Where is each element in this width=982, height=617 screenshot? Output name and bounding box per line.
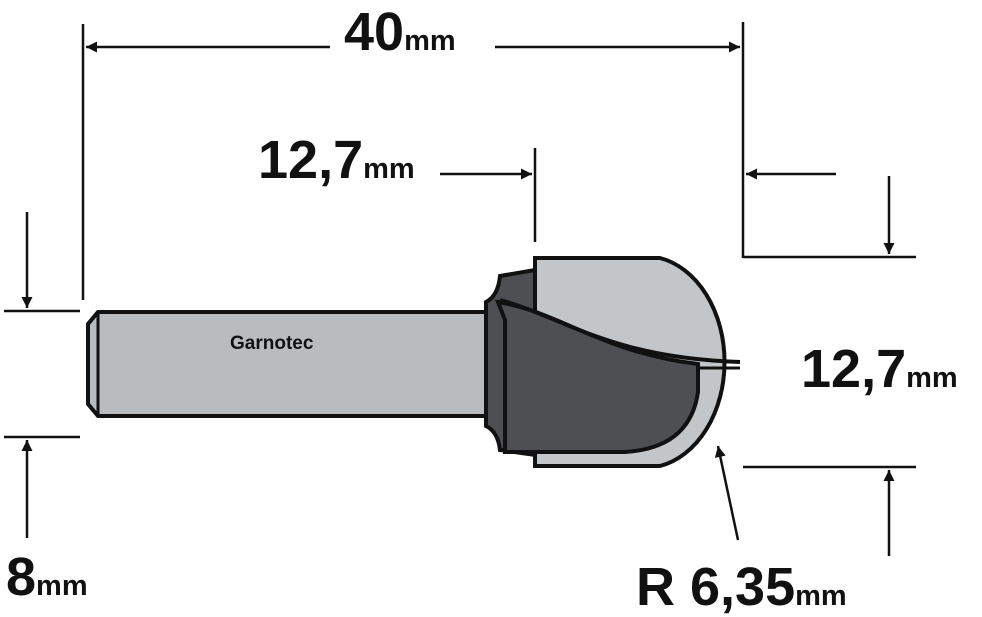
dim-cutting-diameter: 12,7mm: [743, 176, 958, 556]
overall-length-label: 40mm: [344, 2, 456, 62]
dim-radius: R 6,35mm: [636, 445, 847, 617]
shank: [86, 310, 488, 418]
flute-edge: [499, 298, 741, 364]
radius-label: R 6,35mm: [636, 557, 847, 617]
dim-shank-diameter: 8mm: [4, 212, 88, 607]
router-bit: Garnotec: [86, 256, 741, 468]
brand-label: Garnotec: [230, 333, 314, 354]
dim-cutting-length: 12,7mm: [258, 130, 836, 242]
shank-diameter-label: 8mm: [6, 547, 88, 607]
cutting-length-label: 12,7mm: [258, 130, 415, 190]
radius-leader-arrow: [714, 445, 740, 541]
cutting-diameter-label: 12,7mm: [801, 339, 958, 399]
dim-overall-length: 40mm: [81, 2, 745, 300]
